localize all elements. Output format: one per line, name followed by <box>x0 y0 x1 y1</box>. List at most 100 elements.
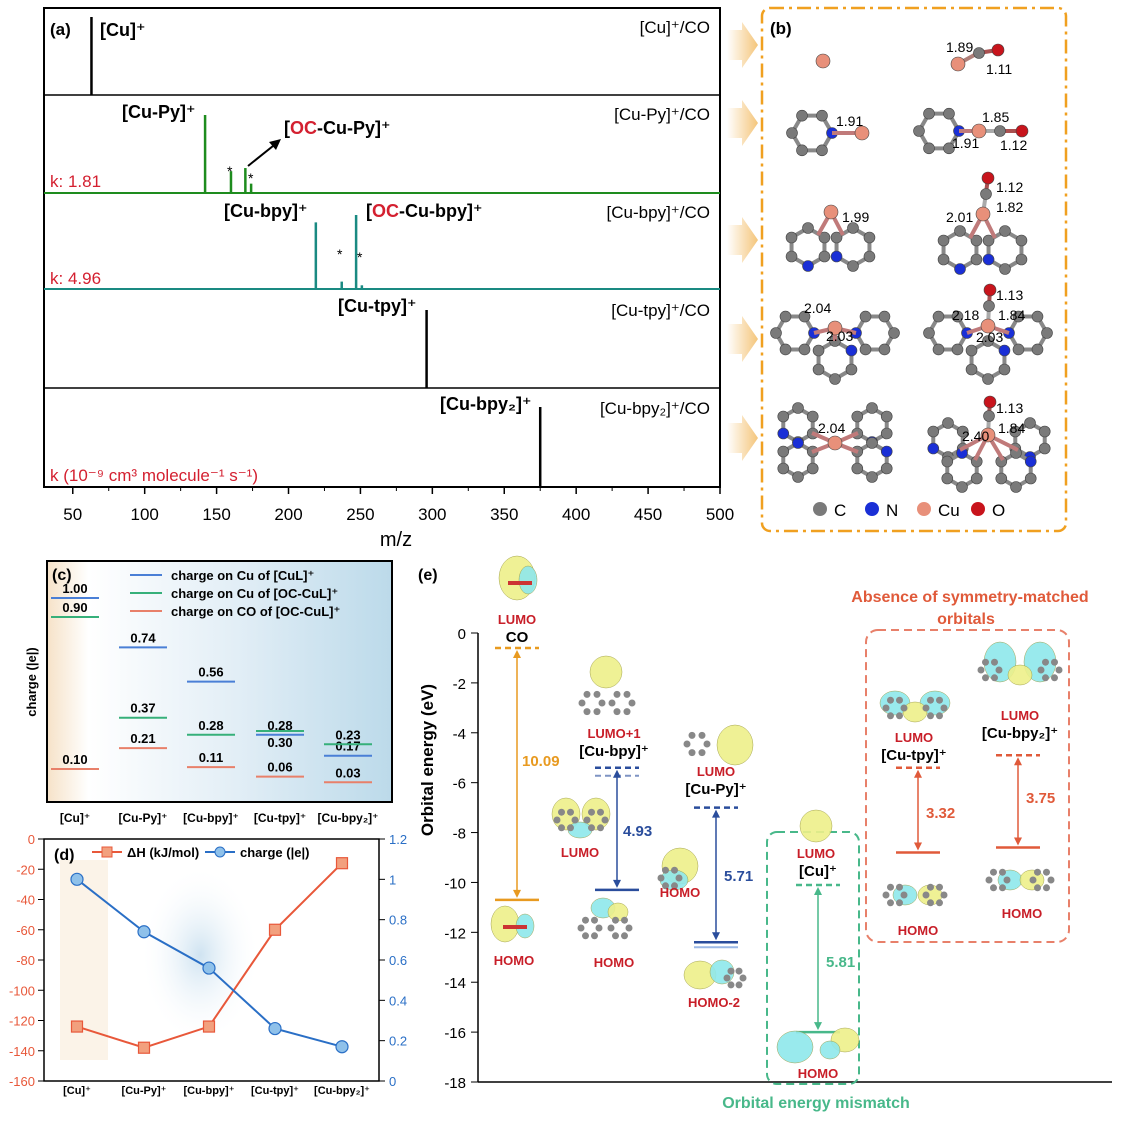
carbon-atom <box>1010 481 1022 493</box>
category-label: [Cu-bpy₂]⁺ <box>318 811 379 825</box>
y-tick-label: -20 <box>16 862 35 877</box>
carbon-atom <box>818 250 831 263</box>
carbon-atom <box>896 696 903 704</box>
charge-value: 0.03 <box>335 765 360 780</box>
spectrum-label-cu-co: [Cu]⁺/CO <box>640 18 710 37</box>
carbon-atom <box>866 402 878 414</box>
y2-tick-label: 0.6 <box>389 953 407 968</box>
legend-label: charge (|e|) <box>240 845 309 860</box>
x-tick-label: 300 <box>418 505 446 524</box>
bond-length-labels: 1.89 1.11 1.91 1.85 1.91 1.12 1.99 1.12 … <box>804 39 1027 444</box>
charge-value: 0.74 <box>130 630 156 645</box>
carbon-atom <box>806 410 819 423</box>
absence-box <box>865 629 1070 943</box>
carbon-atom <box>608 699 616 707</box>
carbon-atom <box>613 708 621 716</box>
carbon-atom <box>887 899 894 907</box>
carbon-atom <box>1041 327 1053 339</box>
copper-legend-swatch <box>917 502 931 516</box>
carbon-atom <box>847 260 859 272</box>
carbon-atom <box>1031 343 1044 356</box>
carbon-atom <box>612 932 619 940</box>
carbon-atom <box>816 144 828 157</box>
carbon-atom <box>983 410 995 422</box>
carbon-atom <box>591 916 598 924</box>
carbon-atom <box>851 462 864 475</box>
spectrum-label-cu-bpy-co: [Cu-bpy]⁺/CO <box>607 203 710 222</box>
charge-value: 0.90 <box>62 600 87 615</box>
y-tick-label: -40 <box>16 893 35 908</box>
system-label: [Cu-Py]⁺ <box>685 781 746 798</box>
y-tick-label: -8 <box>453 826 466 843</box>
gap-arrow-head <box>513 649 521 658</box>
carbon-atom <box>896 883 903 891</box>
carbon-atom <box>812 344 825 357</box>
carbon-atom <box>583 708 591 716</box>
carbon-atom <box>1043 868 1050 876</box>
carbon-atom <box>936 899 943 907</box>
category-label: [Cu]⁺ <box>63 1085 91 1097</box>
system-label: CO <box>506 629 529 646</box>
legend: ΔH (kJ/mol) charge (|e|) <box>92 845 309 860</box>
carbon-atom <box>940 704 948 712</box>
nitrogen-atom <box>982 253 995 266</box>
carbon-atom <box>683 740 691 748</box>
y-tick-label: -160 <box>9 1074 35 1089</box>
bond-length: 1.99 <box>842 209 869 225</box>
x-tick-label: 450 <box>634 505 662 524</box>
copper-atom <box>980 427 996 443</box>
orbital-label: HOMO <box>898 923 938 938</box>
isotope-star: * <box>357 249 363 265</box>
carbon-atom <box>597 808 604 816</box>
orbital-lobe <box>819 1040 841 1060</box>
gap-value-cu-bpy2: 3.75 <box>1026 790 1055 807</box>
charge-point <box>137 925 151 939</box>
carbon-atom <box>1009 425 1022 438</box>
charge-value: 0.28 <box>198 718 223 733</box>
charge-value: 0.23 <box>335 727 360 742</box>
carbon-atom <box>739 974 747 982</box>
charge-value: 0.30 <box>267 735 292 750</box>
bond-length: 2.01 <box>946 209 973 225</box>
carbon-atom <box>866 471 878 483</box>
dh-point <box>70 1020 84 1033</box>
rate-k-units: k (10⁻⁹ cm³ molecule⁻¹ s⁻¹) <box>50 466 258 485</box>
x-tick-label: 200 <box>274 505 302 524</box>
axes: 0-2-4-6-8-10-12-14-16-18 <box>444 626 1112 1092</box>
carbon-atom <box>625 924 633 932</box>
isotope-star: * <box>337 246 343 262</box>
bond-length: 1.13 <box>996 287 1023 303</box>
legend-label: Cu <box>938 501 960 520</box>
carbon-atom <box>936 712 943 720</box>
carbon-atom <box>941 472 954 485</box>
carbon-atom <box>845 363 858 376</box>
y2-tick-label: 1.2 <box>389 832 407 847</box>
carbon-atom <box>662 882 669 890</box>
carbon-atom <box>994 125 1006 137</box>
carbon-atom <box>628 699 636 707</box>
orbital-label: LUMO <box>895 730 933 745</box>
panel-b-frame <box>760 6 1068 533</box>
orbital-label: HOMO <box>660 885 700 900</box>
carbon-atom <box>671 866 678 874</box>
mismatch-title: Orbital energy mismatch <box>722 1095 910 1112</box>
carbon-atom <box>777 462 790 475</box>
oxygen-atom <box>991 43 1005 57</box>
carbon-atom <box>1034 884 1041 892</box>
carbon-atom <box>588 824 595 832</box>
copper-atom <box>980 318 996 334</box>
gap-arrow-head <box>613 879 621 888</box>
carbon-atom <box>936 696 943 704</box>
rate-k-cu-py: k: 1.81 <box>50 172 101 191</box>
carbon-atom <box>623 708 631 716</box>
panel-label-a: (a) <box>50 20 71 39</box>
spectrum-label-cu-tpy-co: [Cu-tpy]⁺/CO <box>611 301 710 320</box>
carbon-atom <box>1012 343 1025 356</box>
carbon-atom <box>770 327 782 339</box>
background-shade <box>140 865 260 1045</box>
background-shade <box>60 860 108 1060</box>
carbon-atom <box>880 427 893 440</box>
